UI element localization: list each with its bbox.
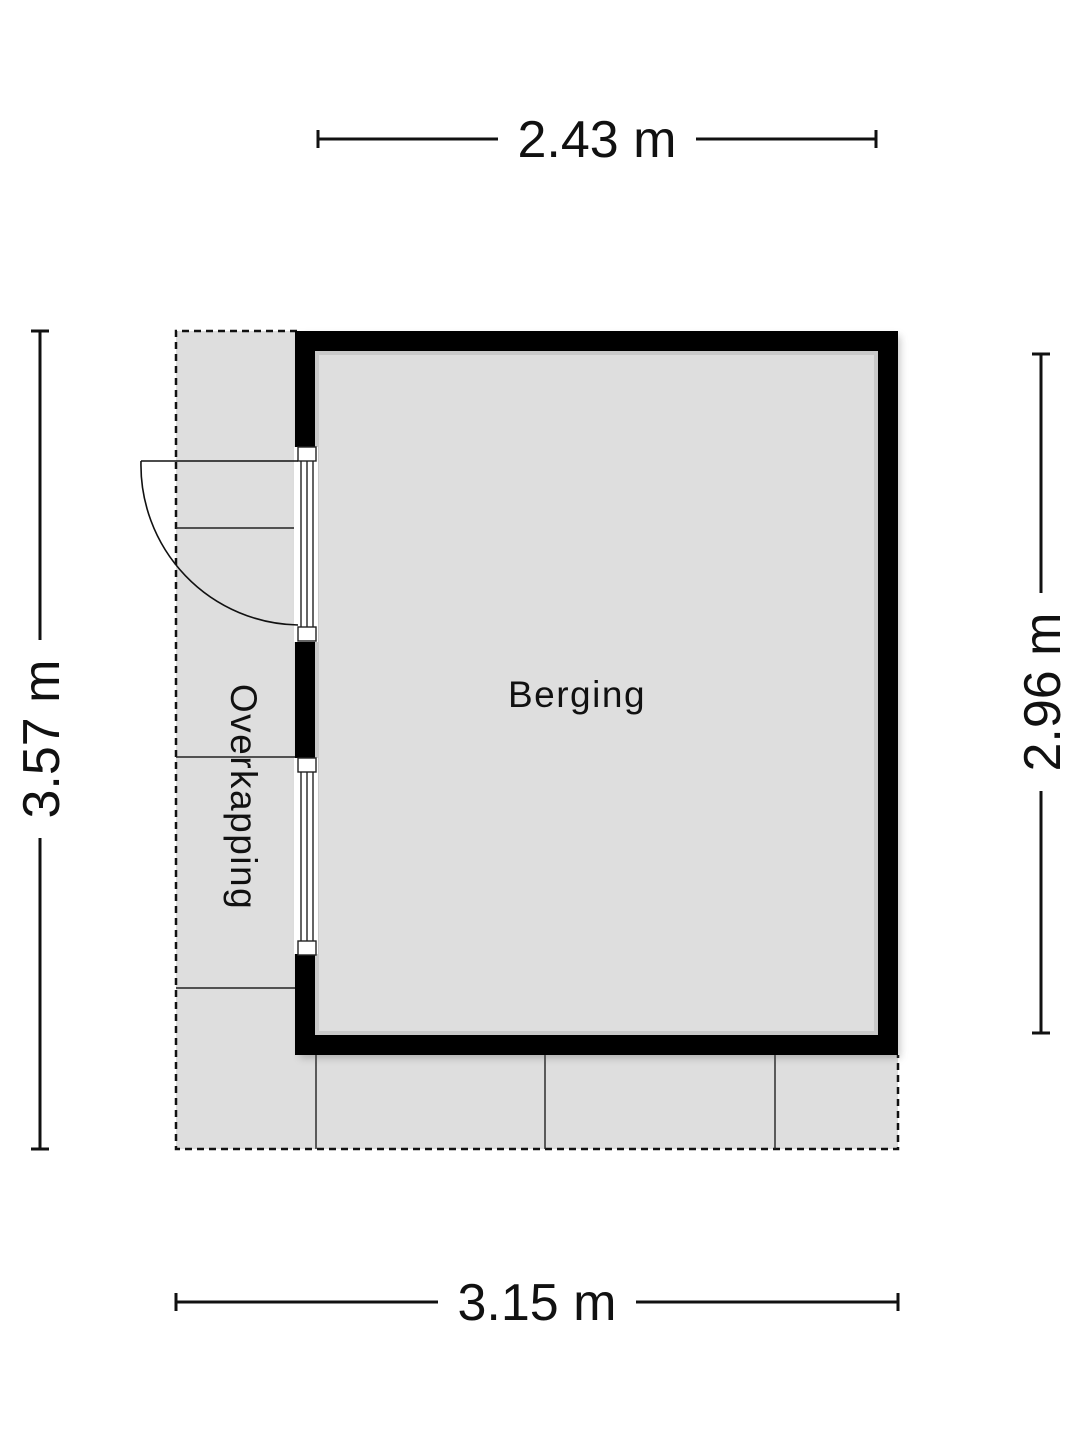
dimension-top-label: 2.43 m [518,111,677,169]
door-window-upper [294,446,318,642]
dimension-bottom-label: 3.15 m [458,1274,617,1332]
dimension-left: 3.57 m [13,329,71,1151]
door-swing-icon [140,460,299,626]
window-lower [294,757,318,956]
dimension-top: 2.43 m [316,111,878,169]
dimension-bottom: 3.15 m [174,1274,900,1332]
room-label-overkapping: Overkapping [223,684,264,910]
dimension-right-label: 2.96 m [1014,613,1072,772]
dimension-right: 2.96 m [1014,352,1072,1035]
berging-room [295,331,900,1058]
dimension-left-label: 3.57 m [13,660,71,819]
room-label-berging: Berging [508,674,646,715]
overkapping-area [174,329,900,1151]
